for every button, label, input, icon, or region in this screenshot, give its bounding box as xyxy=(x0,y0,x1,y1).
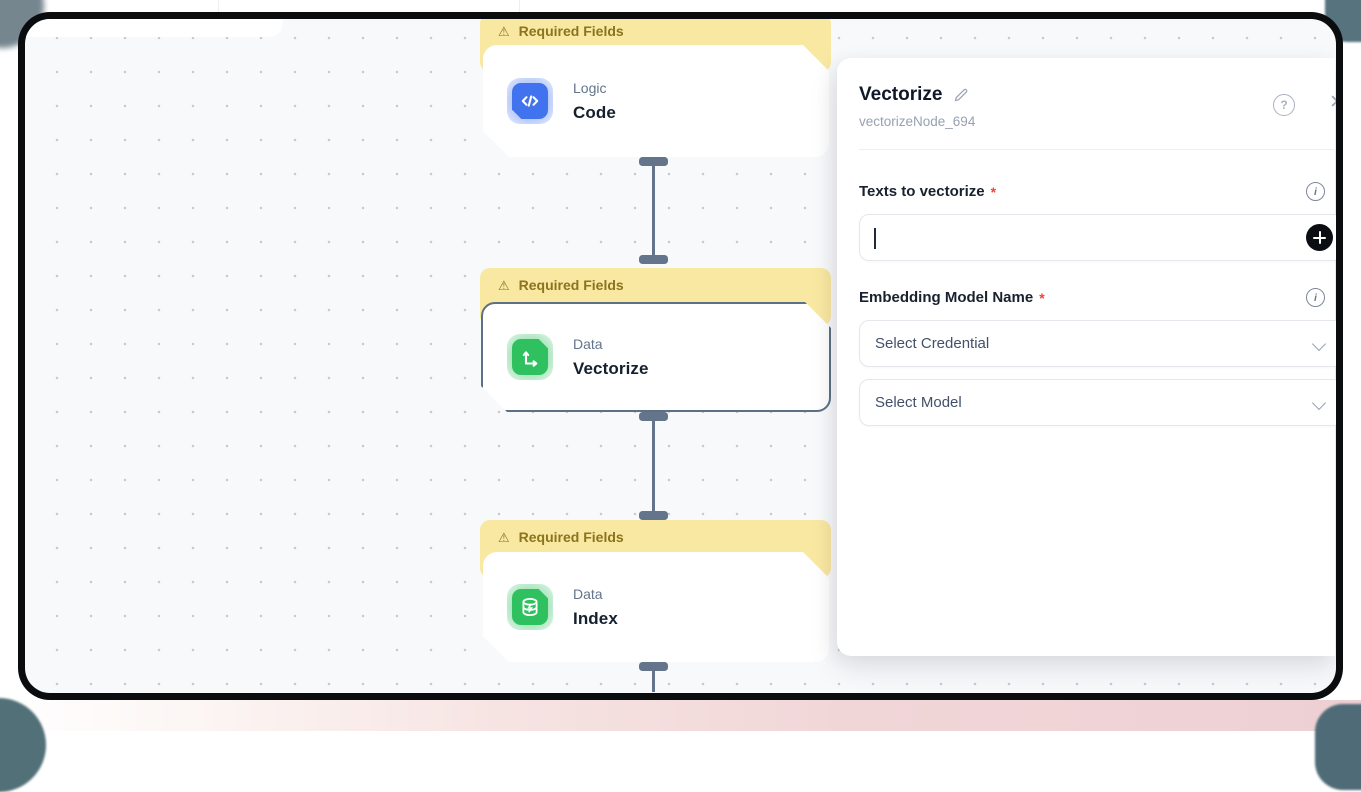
connector-line xyxy=(652,671,655,692)
warning-icon: ⚠ xyxy=(498,278,510,293)
node-vectorize-selected[interactable]: Data Vectorize xyxy=(481,302,831,412)
texts-to-vectorize-label: Texts to vectorize xyxy=(859,183,985,200)
chevron-down-icon xyxy=(1311,336,1327,352)
node-title: Code xyxy=(573,102,616,122)
panel-divider xyxy=(859,149,1336,150)
texts-to-vectorize-input-wrap xyxy=(859,214,1336,261)
panel-title: Vectorize xyxy=(859,84,943,105)
embedding-model-name-label: Embedding Model Name xyxy=(859,289,1034,306)
info-icon[interactable]: i xyxy=(1306,288,1325,307)
node-index[interactable]: Data Index xyxy=(483,552,829,662)
banner-label: Required Fields xyxy=(518,277,624,293)
warning-icon: ⚠ xyxy=(498,530,510,545)
credential-select-value: Select Credential xyxy=(875,335,990,352)
texts-to-vectorize-input[interactable] xyxy=(860,215,1336,260)
node-icon-glow xyxy=(507,334,553,380)
code-icon xyxy=(512,83,548,119)
connector-line xyxy=(652,166,655,255)
required-asterisk: * xyxy=(1039,289,1045,306)
model-select[interactable]: Select Model xyxy=(859,379,1336,426)
node-code[interactable]: Logic Code xyxy=(483,45,829,157)
model-select-value: Select Model xyxy=(875,394,962,411)
warning-icon: ⚠ xyxy=(498,24,510,39)
toolbar-remnant xyxy=(25,19,283,37)
flow-canvas[interactable]: ⚠ Required Fields Logic Code ⚠ Require xyxy=(25,19,1336,693)
app-frame: ⚠ Required Fields Logic Code ⚠ Require xyxy=(18,12,1343,700)
text-caret xyxy=(874,228,876,249)
required-asterisk: * xyxy=(990,183,997,200)
node-icon-glow xyxy=(507,584,553,630)
help-icon[interactable]: ? xyxy=(1273,94,1295,116)
node-title: Index xyxy=(573,608,618,628)
credential-select[interactable]: Select Credential xyxy=(859,320,1336,367)
add-item-button[interactable] xyxy=(1306,224,1333,251)
node-properties-panel: Vectorize vectorizeNode_694 ? ✕ Texts to… xyxy=(837,58,1336,656)
banner-label: Required Fields xyxy=(518,23,624,39)
backdrop-grid-line xyxy=(218,0,219,13)
banner-label: Required Fields xyxy=(518,529,624,545)
node-title: Vectorize xyxy=(573,358,649,378)
node-icon-glow xyxy=(507,78,553,124)
node-category: Logic xyxy=(573,79,607,96)
info-icon[interactable]: i xyxy=(1306,182,1325,201)
connector-handle[interactable] xyxy=(639,412,668,421)
edit-pencil-icon[interactable] xyxy=(952,87,969,104)
node-id-label: vectorizeNode_694 xyxy=(859,114,976,129)
vector-axes-icon xyxy=(512,339,548,375)
backdrop-grid-line xyxy=(519,0,520,12)
connector-handle[interactable] xyxy=(639,157,668,166)
database-icon xyxy=(512,589,548,625)
node-category: Data xyxy=(573,335,603,352)
connector-handle[interactable] xyxy=(639,662,668,671)
decorative-blob xyxy=(1315,704,1361,790)
pink-gradient-band xyxy=(0,700,1361,731)
close-icon[interactable]: ✕ xyxy=(1329,92,1336,114)
connector-handle[interactable] xyxy=(639,255,668,264)
connector-line xyxy=(652,421,655,511)
connector-handle[interactable] xyxy=(639,511,668,520)
node-category: Data xyxy=(573,585,603,602)
chevron-down-icon xyxy=(1311,395,1327,411)
